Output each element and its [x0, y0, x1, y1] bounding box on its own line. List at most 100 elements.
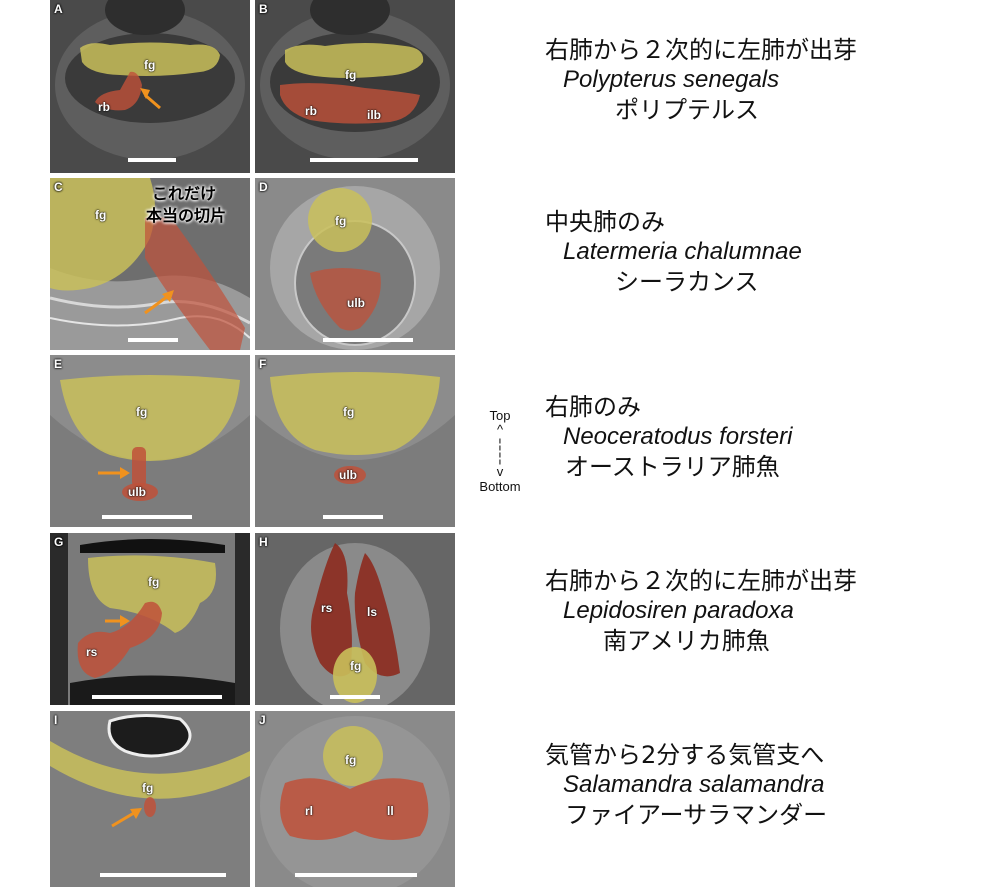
- panel-g: G fg rs: [50, 533, 250, 705]
- panel-b-image: [255, 0, 455, 173]
- panel-letter: A: [54, 2, 63, 16]
- foregut-region: [333, 647, 377, 703]
- label-ulb: ulb: [347, 296, 365, 310]
- panel-letter: J: [259, 713, 266, 727]
- common-name: ポリプテルス: [615, 96, 759, 124]
- label-fg: fg: [335, 214, 347, 228]
- row-caption-2: 中央肺のみ Latermeria chalumnae シーラカンス: [545, 207, 802, 297]
- row-caption-3: 右肺のみ Neoceratodus forsteri オーストラリア肺魚: [545, 392, 792, 482]
- common-name: シーラカンス: [615, 268, 759, 296]
- species-name: Salamandra salamandra: [563, 771, 825, 798]
- lung-type-description: 右肺から２次的に左肺が出芽: [545, 567, 857, 595]
- label-rs: rs: [321, 601, 333, 615]
- label-ilb: ilb: [367, 108, 381, 122]
- species-name: Latermeria chalumnae: [563, 238, 802, 265]
- row-caption-4: 右肺から２次的に左肺が出芽 Lepidosiren paradoxa 南アメリカ…: [545, 566, 857, 656]
- lung-type-description: 右肺のみ: [545, 393, 641, 421]
- common-name: 南アメリカ肺魚: [603, 627, 770, 655]
- foregut-region: [270, 372, 440, 455]
- lung-region: [95, 71, 142, 111]
- label-rb: rb: [305, 104, 317, 118]
- foregut-region: [50, 741, 250, 799]
- panel-h: H rs ls fg: [255, 533, 455, 705]
- label-fg: fg: [350, 659, 362, 673]
- scale-bar: [295, 873, 417, 877]
- panel-f: F fg ulb: [255, 355, 455, 527]
- foregut-region: [323, 726, 383, 786]
- lung-type-description: 気管から2分する気管支へ: [545, 741, 825, 769]
- label-ls: ls: [367, 605, 378, 619]
- orientation-arrow: ^¦¦v: [496, 422, 504, 479]
- label-fg: fg: [136, 405, 148, 419]
- panel-letter: B: [259, 2, 268, 16]
- panel-letter: E: [54, 357, 63, 371]
- label-fg: fg: [148, 575, 160, 589]
- lung-region: [77, 601, 162, 678]
- panel-j-image: [255, 711, 455, 887]
- panel-c-image: [50, 178, 250, 350]
- arrow: [144, 93, 161, 110]
- panel-e: E fg ulb: [50, 355, 250, 527]
- scale-bar: [102, 515, 192, 519]
- panel-g-image: [50, 533, 250, 705]
- label-fg: fg: [345, 68, 357, 82]
- panel-a-image: [50, 0, 250, 173]
- lung-region: [132, 447, 146, 487]
- orientation-bottom: Bottom: [479, 479, 521, 494]
- lung-type-description: 右肺から２次的に左肺が出芽: [545, 36, 857, 64]
- label-rb: rb: [98, 100, 110, 114]
- foregut-region: [50, 178, 155, 291]
- panel-i: I fg: [50, 711, 250, 887]
- annotation-note-2: 本当の切片: [146, 206, 227, 225]
- label-fg: fg: [144, 58, 156, 72]
- panel-letter: D: [259, 180, 268, 194]
- foregut-region: [285, 43, 424, 78]
- foregut-region: [60, 375, 240, 461]
- lung-region: [280, 778, 429, 840]
- common-name: ファイアーサラマンダー: [565, 801, 828, 829]
- lung-region: [280, 83, 420, 124]
- panel-i-image: [50, 711, 250, 887]
- lung-region: [311, 543, 352, 677]
- panel-d: D fg ulb: [255, 178, 455, 350]
- species-name: Lepidosiren paradoxa: [563, 597, 794, 624]
- lung-region: [145, 216, 245, 350]
- scale-bar: [323, 338, 413, 342]
- scale-bar: [92, 695, 222, 699]
- foregut-region: [80, 42, 220, 76]
- panel-j: J fg rl ll: [255, 711, 455, 887]
- foregut-region: [308, 188, 372, 252]
- panel-letter: H: [259, 535, 268, 549]
- scale-bar: [128, 338, 178, 342]
- scale-bar: [128, 158, 176, 162]
- label-ll: ll: [387, 804, 394, 818]
- panel-letter: C: [54, 180, 63, 194]
- panel-e-image: [50, 355, 250, 527]
- label-fg: fg: [345, 753, 357, 767]
- label-rs: rs: [86, 645, 98, 659]
- panel-c: C fg これだけ 本当の切片: [50, 178, 250, 350]
- lung-type-description: 中央肺のみ: [545, 208, 665, 236]
- arrow: [111, 811, 135, 828]
- lung-region: [144, 797, 156, 817]
- scale-bar: [100, 873, 226, 877]
- scale-bar: [310, 158, 418, 162]
- orientation-indicator: Top ^¦¦v Bottom: [470, 408, 530, 494]
- species-name: Polypterus senegals: [563, 66, 780, 93]
- row-caption-5: 気管から2分する気管支へ Salamandra salamandra ファイアー…: [545, 740, 827, 830]
- label-fg: fg: [142, 781, 154, 795]
- annotation-note-1: これだけ: [152, 184, 217, 203]
- label-fg: fg: [95, 208, 107, 222]
- panel-b: B fg rb ilb: [255, 0, 455, 173]
- panel-letter: F: [259, 357, 267, 371]
- scale-bar: [330, 695, 380, 699]
- panel-letter: G: [54, 535, 64, 549]
- label-ulb: ulb: [128, 485, 146, 499]
- species-name: Neoceratodus forsteri: [563, 423, 793, 450]
- label-fg: fg: [343, 405, 355, 419]
- lung-region: [310, 268, 381, 331]
- panel-f-image: [255, 355, 455, 527]
- common-name: オーストラリア肺魚: [565, 453, 780, 481]
- lung-region: [334, 466, 366, 484]
- label-ulb: ulb: [339, 468, 357, 482]
